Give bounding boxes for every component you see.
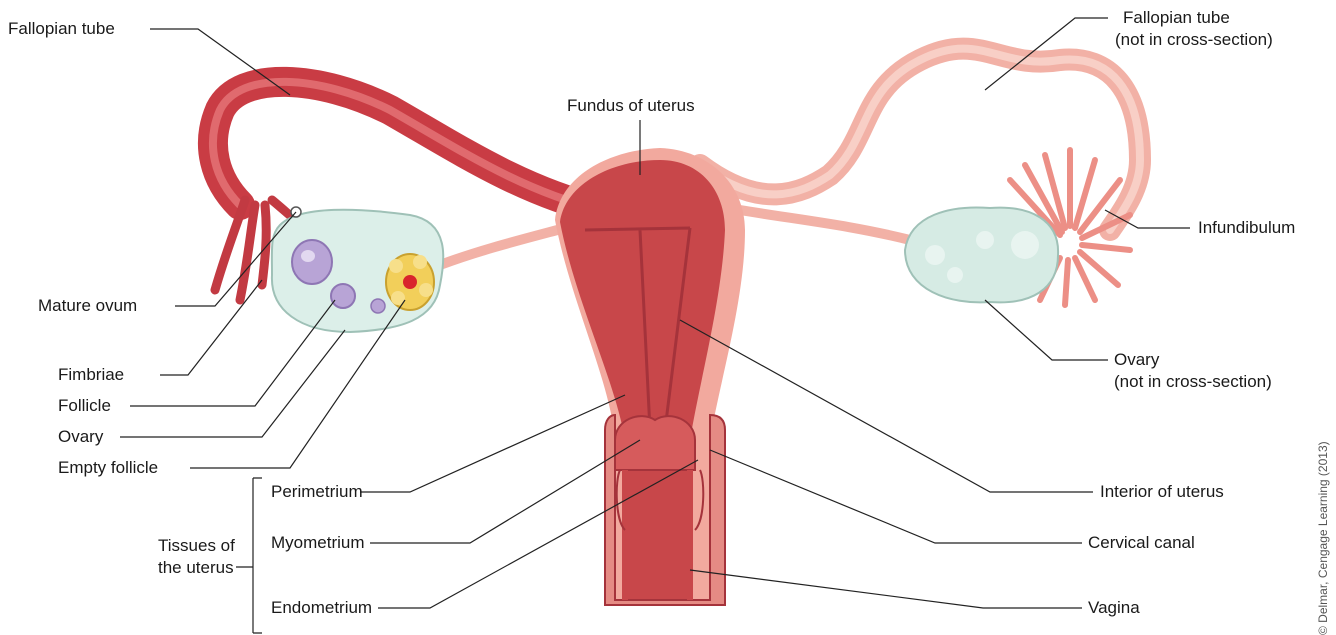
label-tissues-1: Tissues of	[158, 536, 235, 556]
label-ovary-right-1: Ovary	[1114, 350, 1159, 370]
label-interior-uterus: Interior of uterus	[1100, 482, 1224, 502]
label-fallopian-tube-right-1: Fallopian tube	[1123, 8, 1230, 28]
cervix	[615, 416, 695, 470]
label-fallopian-tube-left: Fallopian tube	[8, 19, 115, 39]
follicle-large	[292, 240, 332, 284]
label-fimbriae: Fimbriae	[58, 365, 124, 385]
label-ovary: Ovary	[58, 427, 103, 447]
empty-follicle	[386, 254, 434, 310]
right-fallopian-tube	[700, 49, 1140, 230]
label-perimetrium: Perimetrium	[271, 482, 363, 502]
label-infundibulum: Infundibulum	[1198, 218, 1295, 238]
follicle-small	[371, 299, 385, 313]
copyright-credit: © Delmar, Cengage Learning (2013)	[1316, 441, 1330, 635]
label-mature-ovum: Mature ovum	[38, 296, 137, 316]
label-ovary-right-2: (not in cross-section)	[1114, 372, 1272, 392]
label-endometrium: Endometrium	[271, 598, 372, 618]
label-tissues-2: the uterus	[158, 558, 234, 578]
label-empty-follicle: Empty follicle	[58, 458, 158, 478]
follicle-medium	[331, 284, 355, 308]
label-follicle: Follicle	[58, 396, 111, 416]
label-cervical-canal: Cervical canal	[1088, 533, 1195, 553]
label-myometrium: Myometrium	[271, 533, 365, 553]
label-fundus: Fundus of uterus	[567, 96, 695, 116]
label-fallopian-tube-right-2: (not in cross-section)	[1115, 30, 1273, 50]
label-vagina: Vagina	[1088, 598, 1140, 618]
